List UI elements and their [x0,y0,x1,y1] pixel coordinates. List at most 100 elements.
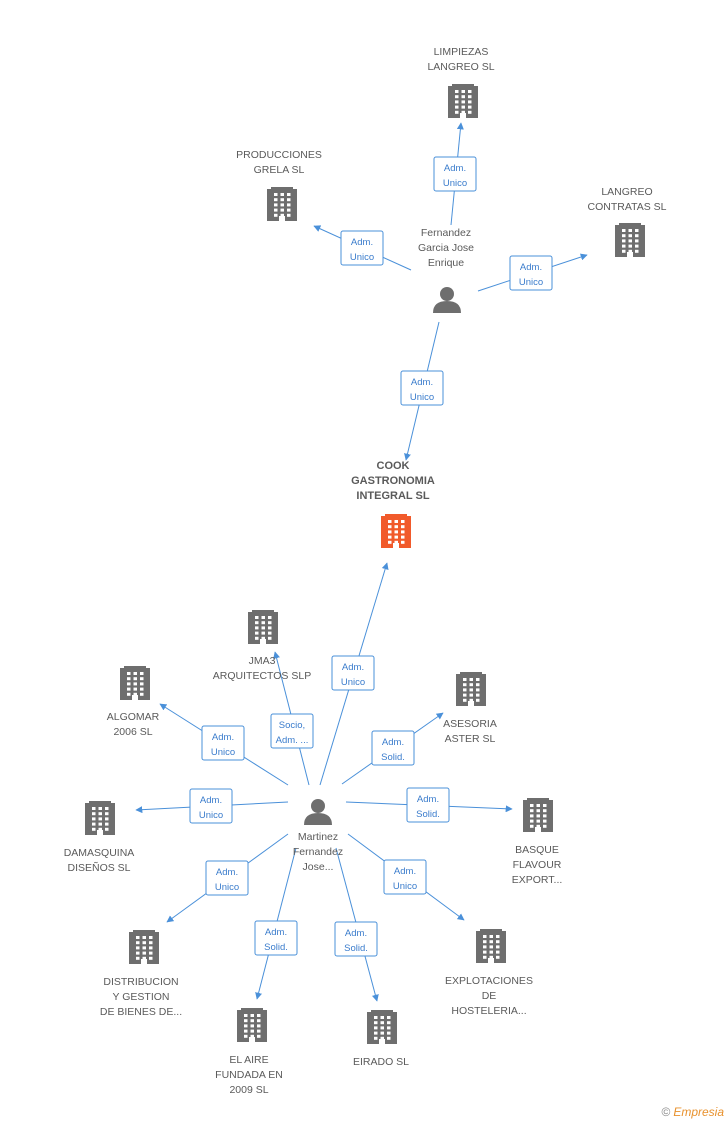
center-company-label-line: INTEGRAL SL [356,490,429,502]
relation-label: Unico [393,881,417,892]
relation-badge-martinez-eirado[interactable]: Adm. Solid. [334,921,378,957]
relation-badge-box[interactable] [509,255,553,291]
relation-badge-martinez-jma3[interactable]: Socio, Adm. ... [270,713,314,749]
building-icon-langreo [615,223,645,257]
relation-badge-box[interactable] [254,920,298,956]
relation-badge-box[interactable] [270,713,314,749]
relation-label: Solid. [416,809,440,820]
relation-badge-box[interactable] [331,655,375,691]
relation-badge-box[interactable] [340,230,384,266]
relation-label: Solid. [381,752,405,763]
relation-badge-martinez-center[interactable]: Adm. Unico [331,655,375,691]
company-label-elaire-line: EL AIRE [229,1054,268,1066]
company-label-explotaciones-line: EXPLOTACIONES [445,975,533,987]
building-icon-producciones [267,187,297,221]
relation-label: Unico [215,882,239,893]
company-label-algomar-line: 2006 SL [113,726,152,738]
relation-badge-martinez-basque[interactable]: Adm. Solid. [406,787,450,823]
person-icon-fernandez [433,287,461,313]
relation-badge-martinez-asesoria[interactable]: Adm.Solid. [371,730,415,766]
relation-badge-box[interactable] [383,859,427,895]
company-label-elaire-line: FUNDADA EN [215,1069,283,1081]
relation-label: Unico [350,252,374,263]
company-label-eirado-line: EIRADO SL [353,1056,409,1068]
company-label-damasquina-line: DAMASQUINA [64,847,135,859]
relation-label: Adm. [345,928,367,939]
building-icon-elaire [237,1008,267,1042]
relation-badge-fernandez-center[interactable]: Adm. Unico [400,370,444,406]
relation-badge-martinez-elaire[interactable]: Adm.Solid. [254,920,298,956]
building-icon-limpiezas [448,84,478,118]
relation-badge-box[interactable] [433,156,477,192]
person-label-martinez-line: Jose... [303,861,334,873]
company-label-asesoria-line: ASTER SL [445,733,496,745]
relation-badge-fernandez-limpiezas[interactable]: Adm. Unico [433,156,477,192]
person-label-martinez-line: Martinez [298,831,338,843]
company-label-producciones-line: GRELA SL [254,164,305,176]
relation-label: Adm. [212,732,234,743]
relation-badge-martinez-damasquina[interactable]: Adm.Unico [189,788,233,824]
center-company-label-line: GASTRONOMIA [351,475,435,487]
footer-brand[interactable]: ©Empresia [661,1105,724,1119]
person-icon-martinez [304,799,332,825]
relation-badge-box[interactable] [205,860,249,896]
company-label-explotaciones-line: DE [482,990,497,1002]
building-icon-explotaciones [476,929,506,963]
person-label-fernandez-line: Garcia Jose [418,242,474,254]
relation-label: Adm. [342,662,364,673]
company-label-damasquina-line: DISEÑOS SL [67,861,130,874]
relation-badge-box[interactable] [371,730,415,766]
relation-badge-martinez-distribucion[interactable]: Adm. Unico [205,860,249,896]
relation-label: Adm. [216,867,238,878]
relation-label: Adm. [351,237,373,248]
company-label-basque-line: FLAVOUR [513,859,562,871]
building-icon-algomar [120,666,150,700]
relation-badge-fernandez-producciones[interactable]: Adm. Unico [340,230,384,266]
relation-label: Adm. [411,377,433,388]
building-icon-eirado [367,1010,397,1044]
company-label-langreo-line: LANGREO [601,186,652,198]
relation-label: Unico [211,747,235,758]
company-label-jma3-line: JMA3 [249,655,276,667]
relation-label: Unico [443,178,467,189]
company-label-asesoria-line: ASESORIA [443,718,497,730]
building-icon-damasquina [85,801,115,835]
center-company-building-icon [381,514,411,548]
company-label-jma3-line: ARQUITECTOS SLP [213,670,311,682]
person-label-fernandez-line: Enrique [428,257,464,269]
relation-label: Adm. [200,795,222,806]
relation-label: Adm. ... [276,735,309,746]
relation-badge-box[interactable] [406,787,450,823]
relation-badge-box[interactable] [189,788,233,824]
company-label-algomar-line: ALGOMAR [107,711,160,723]
building-icon-basque [523,798,553,832]
relation-label: Adm. [265,927,287,938]
person-label-fernandez-line: Fernandez [421,227,471,239]
relation-badge-martinez-algomar[interactable]: Adm. Unico [201,725,245,761]
company-label-limpiezas-line: LANGREO SL [427,61,494,73]
company-label-distribucion-line: DE BIENES DE... [100,1006,182,1018]
relation-badge-box[interactable] [334,921,378,957]
copyright-symbol: © [661,1105,671,1119]
company-label-basque-line: EXPORT... [512,874,563,886]
relation-label: Unico [410,392,434,403]
relation-badge-box[interactable] [400,370,444,406]
building-icon-distribucion [129,930,159,964]
relation-label: Adm. [520,262,542,273]
building-icon-jma3 [248,610,278,644]
relation-label: Solid. [344,943,368,954]
relation-label: Unico [519,277,543,288]
building-icon-asesoria [456,672,486,706]
relation-label: Socio, [279,720,305,731]
person-label-martinez-line: Fernandez [293,846,343,858]
relation-badge-fernandez-langreo[interactable]: Adm. Unico [509,255,553,291]
company-label-limpiezas-line: LIMPIEZAS [434,46,489,58]
relation-label: Adm. [417,794,439,805]
relation-badge-box[interactable] [201,725,245,761]
center-company-label-line: COOK [377,460,410,472]
relation-badge-martinez-explotaciones[interactable]: Adm.Unico [383,859,427,895]
company-label-distribucion-line: Y GESTION [113,991,170,1003]
relation-label: Unico [341,677,365,688]
relation-label: Adm. [444,163,466,174]
